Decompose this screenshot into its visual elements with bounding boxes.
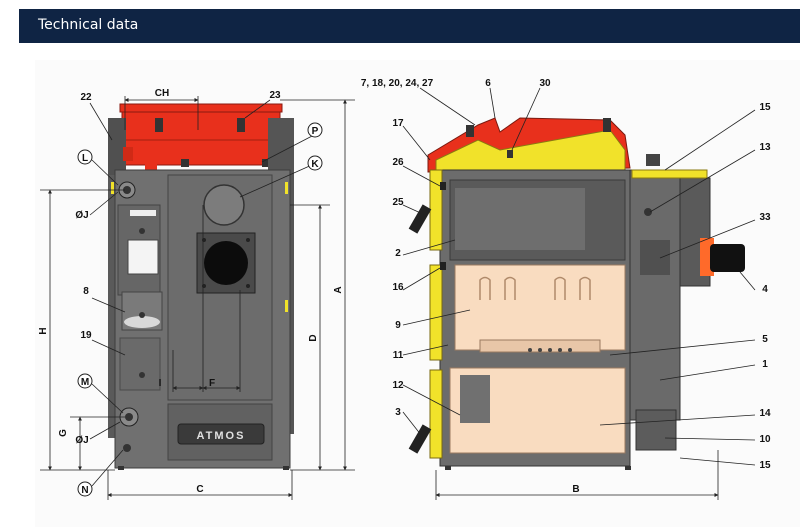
label-14: 14 xyxy=(759,408,771,419)
label-I: I xyxy=(159,378,162,389)
label-G: G xyxy=(58,429,69,437)
label-17: 17 xyxy=(392,118,404,129)
label-15-top: 15 xyxy=(759,102,771,113)
section-title: Technical data xyxy=(38,17,139,33)
front-view: ATMOS xyxy=(38,88,355,500)
top-bolt-1 xyxy=(155,118,163,132)
label-13: 13 xyxy=(759,142,771,153)
label-L: L xyxy=(82,153,88,164)
label-9: 9 xyxy=(395,320,401,331)
front-flue-collar xyxy=(203,184,245,226)
label-19: 19 xyxy=(80,330,92,341)
label-10: 10 xyxy=(759,434,771,445)
label-N: N xyxy=(81,485,88,496)
label-P: P xyxy=(312,126,319,137)
label-22: 22 xyxy=(80,92,92,103)
header-bar: Technical data xyxy=(19,9,800,43)
label-M: M xyxy=(81,377,89,388)
label-H: H xyxy=(38,327,49,334)
label-15-bottom: 15 xyxy=(759,460,771,471)
label-8: 8 xyxy=(83,286,89,297)
label-D: D xyxy=(308,334,319,341)
front-nameplate xyxy=(177,423,265,445)
front-flue-outlet xyxy=(204,241,248,285)
label-1: 1 xyxy=(762,359,768,370)
label-CH: CH xyxy=(155,88,169,99)
front-nameplate-text: ATMOS xyxy=(197,430,246,442)
label-K: K xyxy=(311,159,319,170)
label-11: 11 xyxy=(393,350,404,361)
side-fan-motor xyxy=(710,244,745,272)
top-bolt-2 xyxy=(237,118,245,132)
label-2: 2 xyxy=(395,248,401,259)
side-upper-door xyxy=(429,264,443,361)
label-J-bottom: ØJ xyxy=(75,435,88,446)
side-view: 7, 18, 20, 24, 27 6 30 15 17 13 26 25 33… xyxy=(361,78,771,500)
label-J-top: ØJ xyxy=(75,210,88,221)
label-23: 23 xyxy=(269,90,281,101)
label-top-group: 7, 18, 20, 24, 27 xyxy=(361,78,434,89)
front-left-upper-column xyxy=(108,118,126,178)
label-5: 5 xyxy=(762,334,768,345)
label-30: 30 xyxy=(539,78,551,89)
label-26: 26 xyxy=(392,157,404,168)
label-C: C xyxy=(196,484,203,495)
side-lower-door xyxy=(429,369,443,459)
label-12: 12 xyxy=(392,380,404,391)
label-25: 25 xyxy=(392,197,404,208)
side-firebox xyxy=(454,264,626,351)
label-33: 33 xyxy=(759,212,771,223)
label-A: A xyxy=(333,286,344,293)
label-3: 3 xyxy=(395,407,401,418)
label-6: 6 xyxy=(485,78,491,89)
label-B: B xyxy=(572,484,579,495)
front-inspection-window xyxy=(127,239,159,275)
label-F: F xyxy=(209,378,215,389)
label-4: 4 xyxy=(762,284,768,295)
label-16: 16 xyxy=(392,282,404,293)
